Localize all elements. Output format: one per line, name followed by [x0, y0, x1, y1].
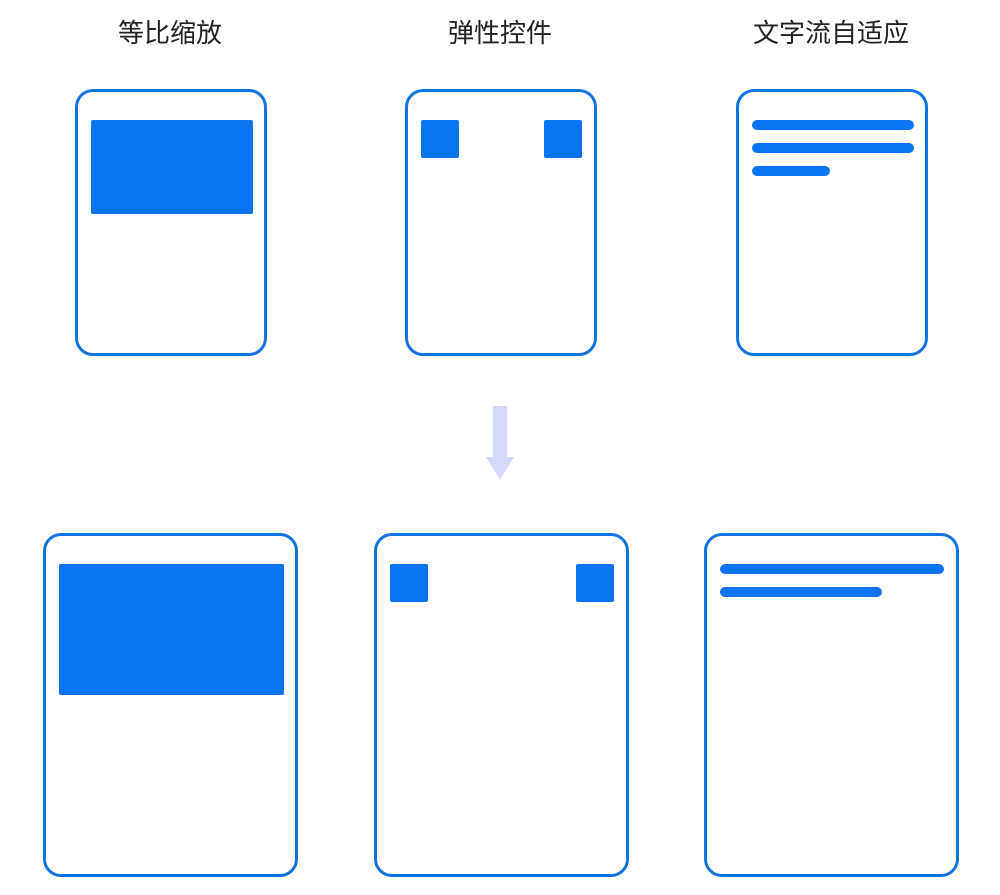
content-image-block: [59, 564, 284, 695]
small-device-proportional: [75, 89, 267, 356]
text-line: [752, 120, 914, 130]
left-control-block: [390, 564, 428, 602]
text-line: [752, 143, 914, 153]
small-device-text-flow: [736, 89, 928, 356]
right-control-block: [544, 120, 582, 158]
large-device-text-flow: [704, 533, 959, 877]
text-line: [720, 587, 882, 597]
down-arrow-icon: [486, 406, 514, 480]
content-image-block: [91, 120, 253, 214]
large-device-proportional: [43, 533, 298, 877]
title-text-flow-adaptive: 文字流自适应: [752, 19, 909, 49]
text-line: [720, 564, 944, 574]
text-line: [752, 166, 830, 176]
small-device-elastic: [405, 89, 597, 356]
title-proportional-scaling: 等比缩放: [117, 19, 222, 49]
right-control-block: [576, 564, 614, 602]
large-device-elastic: [374, 533, 629, 877]
title-elastic-controls: 弹性控件: [447, 19, 552, 49]
left-control-block: [421, 120, 459, 158]
